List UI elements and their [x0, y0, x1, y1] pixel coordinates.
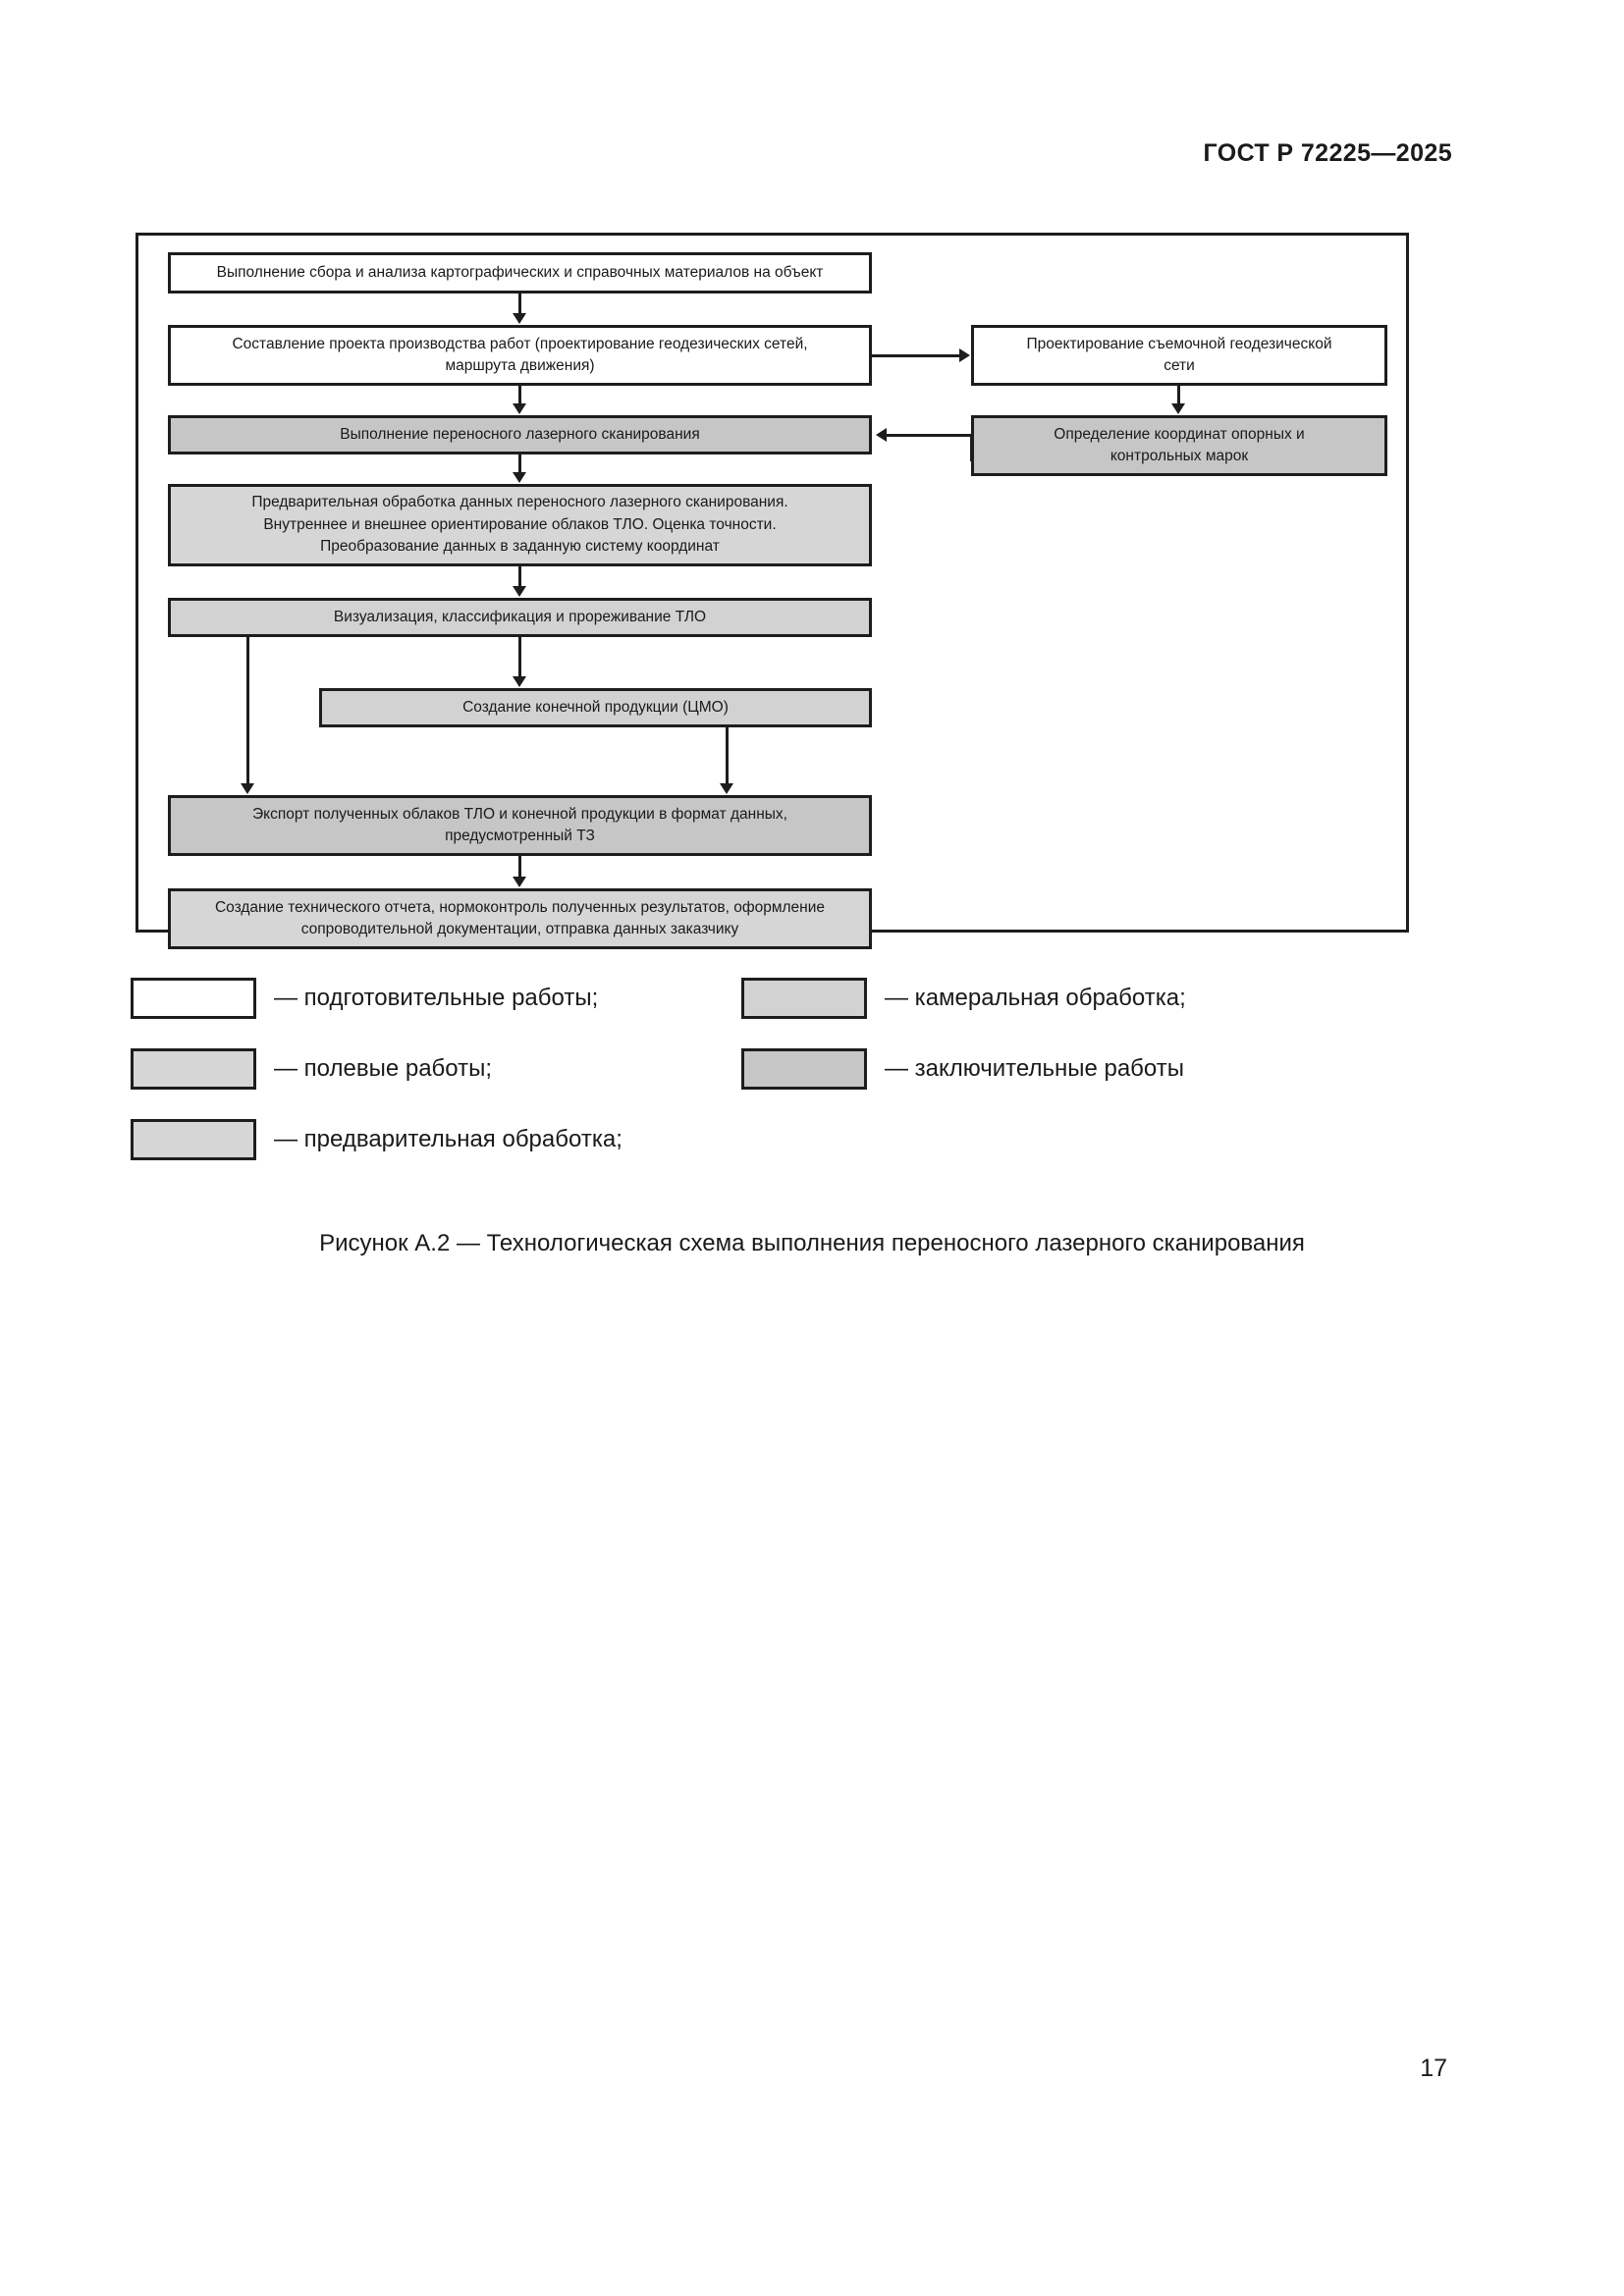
legend-swatch-office-processing	[741, 978, 867, 1019]
arrowhead-collect-to-project	[513, 313, 526, 324]
node-collect-analyze-label: Выполнение сбора и анализа картографичес…	[216, 263, 824, 281]
legend-label-office-processing: — камеральная обработка;	[885, 985, 1186, 1011]
connector-marks-drop	[970, 434, 973, 461]
node-preprocessing-line3: Преобразование данных в заданную систему…	[320, 538, 720, 556]
legend-label-field-works: — полевые работы;	[274, 1055, 493, 1082]
legend-label-preliminary-processing: — предварительная обработка;	[274, 1126, 623, 1152]
arrowhead-project-to-surveynet	[959, 348, 970, 362]
legend-label-final-works: — заключительные работы	[885, 1055, 1184, 1082]
legend-item-preliminary-processing: — предварительная обработка;	[131, 1119, 623, 1160]
node-preprocessing-line1: Предварительная обработка данных перенос…	[251, 494, 788, 511]
node-project-plan: Составление проекта производства работ (…	[168, 325, 872, 386]
connector-surveynet-to-marks	[1177, 386, 1180, 409]
node-report-line1: Создание технического отчета, нормоконтр…	[214, 898, 825, 916]
node-laser-scanning-label: Выполнение переносного лазерного сканиро…	[340, 425, 700, 443]
connector-visualization-to-export	[246, 637, 249, 789]
arrowhead-product-to-export	[720, 783, 733, 794]
connector-preprocessing-to-visualization	[518, 566, 521, 592]
arrowhead-marks-to-scanning	[876, 428, 887, 442]
node-control-marks-line1: Определение координат опорных и	[1054, 425, 1305, 443]
node-preprocessing-line2: Внутреннее и внешнее ориентирование обла…	[263, 515, 777, 533]
connector-project-to-surveynet	[872, 354, 960, 357]
node-project-plan-line1: Составление проекта производства работ (…	[232, 335, 808, 352]
node-collect-analyze: Выполнение сбора и анализа картографичес…	[168, 252, 872, 294]
standard-number-header: ГОСТ Р 72225—2025	[1203, 139, 1452, 167]
legend-swatch-preliminary-processing	[131, 1119, 256, 1160]
node-technical-report: Создание технического отчета, нормоконтр…	[168, 888, 872, 949]
connector-product-to-export	[726, 727, 729, 789]
node-control-marks-line2: контрольных марок	[1110, 448, 1249, 464]
node-project-plan-line2: маршрута движения)	[445, 357, 595, 374]
legend-item-office-processing: — камеральная обработка;	[741, 978, 1186, 1019]
legend-item-preparatory: — подготовительные работы;	[131, 978, 598, 1019]
figure-caption: Рисунок А.2 — Технологическая схема выпо…	[319, 1230, 1305, 1256]
arrowhead-surveynet-to-marks	[1171, 403, 1185, 414]
connector-project-to-scanning	[518, 386, 521, 409]
node-laser-scanning: Выполнение переносного лазерного сканиро…	[168, 415, 872, 454]
arrowhead-visualization-to-product	[513, 676, 526, 687]
node-export-line1: Экспорт полученных облаков ТЛО и конечно…	[252, 805, 787, 823]
legend-swatch-final-works	[741, 1048, 867, 1090]
legend-swatch-field-works	[131, 1048, 256, 1090]
node-control-marks: Определение координат опорных и контроль…	[971, 415, 1387, 476]
node-final-product: Создание конечной продукции (ЦМО)	[319, 688, 872, 727]
node-visualization-label: Визуализация, классификация и прореживан…	[333, 608, 707, 625]
arrowhead-project-to-scanning	[513, 403, 526, 414]
page-number: 17	[1420, 2055, 1447, 2082]
arrowhead-scanning-to-preprocessing	[513, 472, 526, 483]
node-preprocessing: Предварительная обработка данных перенос…	[168, 484, 872, 566]
connector-collect-to-project	[518, 294, 521, 319]
node-survey-net-line2: сети	[1164, 357, 1195, 374]
node-final-product-label: Создание конечной продукции (ЦМО)	[462, 698, 729, 716]
connector-scanning-to-preprocessing	[518, 454, 521, 478]
arrowhead-export-to-report	[513, 877, 526, 887]
legend-item-field-works: — полевые работы;	[131, 1048, 492, 1090]
node-export: Экспорт полученных облаков ТЛО и конечно…	[168, 795, 872, 856]
connector-marks-to-scanning	[887, 434, 973, 437]
connector-visualization-to-product	[518, 637, 521, 682]
connector-export-to-report	[518, 856, 521, 882]
arrowhead-visualization-to-export	[241, 783, 254, 794]
node-export-line2: предусмотренный ТЗ	[445, 828, 595, 844]
node-survey-net-design: Проектирование съемочной геодезической с…	[971, 325, 1387, 386]
legend-item-final-works: — заключительные работы	[741, 1048, 1184, 1090]
node-survey-net-line1: Проектирование съемочной геодезической	[1026, 335, 1332, 352]
legend-label-preparatory: — подготовительные работы;	[274, 985, 599, 1011]
arrowhead-preprocessing-to-visualization	[513, 586, 526, 597]
legend-swatch-preparatory	[131, 978, 256, 1019]
node-visualization: Визуализация, классификация и прореживан…	[168, 598, 872, 637]
figure-border: Выполнение сбора и анализа картографичес…	[135, 233, 1409, 949]
node-report-line2: сопроводительной документации, отправка …	[300, 921, 739, 937]
